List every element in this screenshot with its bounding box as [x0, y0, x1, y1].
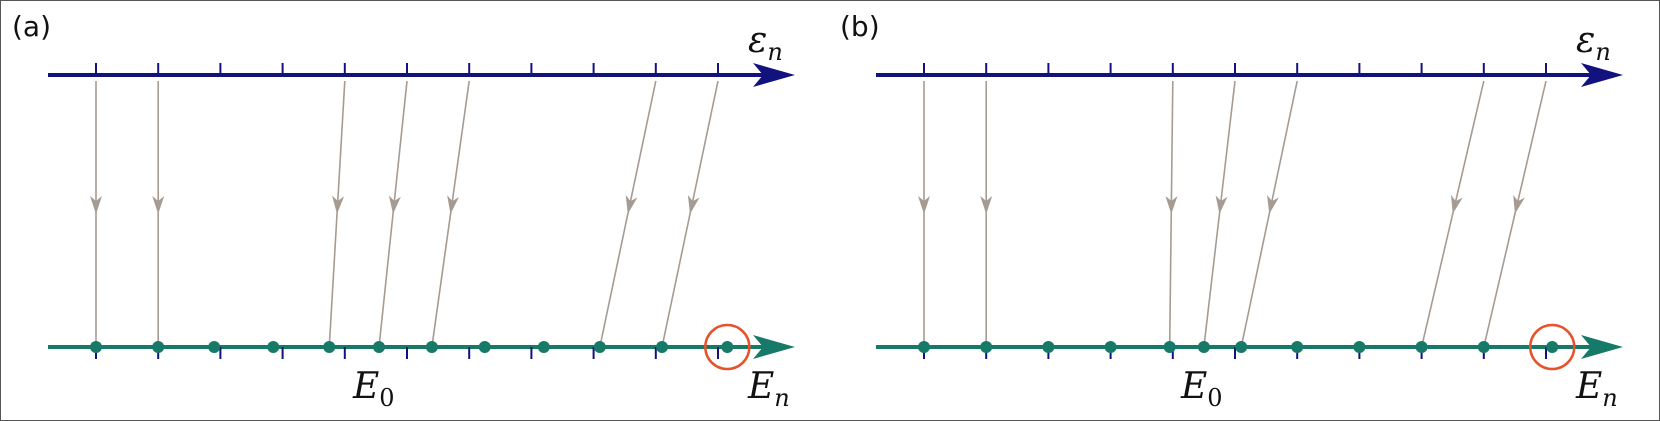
- mapping-arrowhead: [980, 196, 993, 215]
- energy-dot: [537, 341, 550, 353]
- e0-label: E0: [1180, 366, 1223, 412]
- mapping-arrowhead: [1267, 194, 1279, 214]
- panel-b: (b) εn En E0: [840, 10, 1623, 412]
- energy-dot: [1042, 341, 1055, 353]
- energy-dot: [1353, 341, 1366, 353]
- energy-dot: [267, 341, 280, 353]
- mapping-arrow: [1420, 80, 1485, 348]
- energy-dot: [1235, 341, 1248, 353]
- mapping-arrowhead: [625, 194, 638, 214]
- mapping-arrow: [378, 80, 408, 348]
- mapping-arrowhead: [388, 195, 401, 214]
- mapping-arrow: [1483, 80, 1547, 348]
- energy-dot: [478, 341, 491, 353]
- energy-dot: [656, 341, 669, 353]
- mapping-arrowhead: [90, 196, 102, 215]
- mapping-arrowhead: [1165, 195, 1178, 215]
- energy-dot: [425, 341, 438, 353]
- highlight-circle: [704, 323, 751, 371]
- panel-a: (a) εn En E0: [12, 10, 795, 412]
- mapping-arrow: [431, 80, 470, 348]
- mapping-arrowhead: [152, 196, 165, 215]
- bottom-axis-label: En: [747, 366, 790, 412]
- mapping-arrowhead: [918, 196, 930, 215]
- energy-dots: [918, 323, 1576, 371]
- energy-dot: [373, 341, 386, 353]
- mapping-arrow: [599, 80, 657, 348]
- energy-dot: [918, 341, 930, 353]
- energy-dot: [323, 341, 336, 353]
- mapping-arrowhead: [447, 195, 459, 214]
- bottom-axis-arrowhead: [753, 335, 795, 359]
- energy-dot: [208, 341, 221, 353]
- panel-label: (b): [840, 10, 880, 43]
- bottom-axis-label: En: [1575, 366, 1618, 412]
- axes-group: [876, 63, 1623, 359]
- bottom-axis-arrowhead: [1581, 335, 1623, 359]
- mapping-arrowhead: [687, 194, 700, 214]
- energy-dots: [90, 323, 751, 371]
- top-axis-arrowhead: [753, 63, 795, 87]
- energy-dot: [721, 341, 734, 353]
- axes-group: [48, 63, 795, 359]
- top-axis-arrowhead: [1581, 63, 1623, 87]
- mapping-arrowhead: [1513, 194, 1525, 214]
- energy-dot: [1197, 341, 1210, 353]
- e0-label: E0: [352, 366, 395, 412]
- energy-dot: [90, 341, 102, 353]
- energy-dot: [593, 341, 606, 353]
- top-axis-label: εn: [748, 20, 783, 66]
- mapping-arrows: [918, 80, 1547, 348]
- energy-dot: [1104, 341, 1117, 353]
- mapping-arrowhead: [1215, 195, 1228, 214]
- energy-dot: [1163, 341, 1176, 353]
- energy-dot: [1546, 341, 1559, 353]
- top-axis-label: εn: [1576, 20, 1611, 66]
- mapping-arrow: [661, 80, 719, 348]
- energy-dot: [980, 341, 993, 353]
- energy-dot: [152, 341, 165, 353]
- energy-dot: [1291, 341, 1304, 353]
- mapping-arrow: [1203, 80, 1236, 348]
- energy-dot: [1477, 341, 1490, 353]
- highlight-circle: [1528, 323, 1576, 371]
- energy-dot: [1415, 341, 1428, 353]
- mapping-arrowhead: [1451, 194, 1463, 214]
- panel-label: (a): [12, 10, 51, 43]
- mapping-arrows: [90, 80, 719, 348]
- mapping-arrowhead: [332, 195, 345, 215]
- mapping-arrow: [1240, 80, 1298, 348]
